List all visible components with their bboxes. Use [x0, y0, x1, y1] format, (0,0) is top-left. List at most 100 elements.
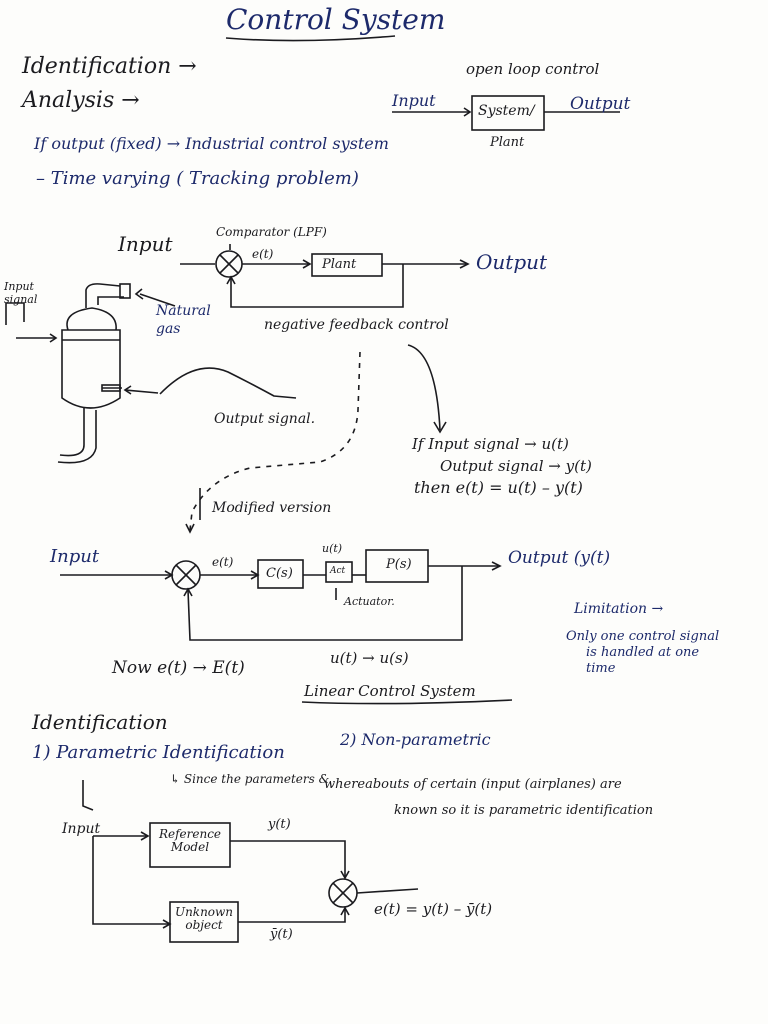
time-varying-note: – Time varying ( Tracking problem) — [36, 168, 359, 189]
limitation-line-1: Only one control signal — [566, 629, 720, 644]
fb-feedback-arrow — [226, 275, 236, 285]
fb-input-label: Input — [118, 232, 173, 256]
vessel-body — [61, 329, 121, 409]
mv-controller-box — [257, 559, 304, 589]
fb-comparator-x2 — [219, 254, 239, 274]
dashed-connector-arrow — [185, 523, 195, 534]
output-signal-arrow-head — [123, 385, 132, 395]
modified-version-label: Modified version — [212, 500, 332, 516]
ident-known: known so it is parametric identification — [394, 803, 654, 818]
mv-actuator-label: Actuator. — [344, 595, 395, 608]
vessel-outlet-pipe — [85, 283, 121, 308]
open-loop-system-box — [471, 95, 545, 131]
if-output-note: If output (fixed) → Industrial control s… — [34, 134, 389, 153]
ident-input-to-ref-arrow — [140, 831, 150, 841]
ident-sum-x2 — [332, 882, 354, 904]
negative-feedback-label: negative feedback control — [264, 317, 449, 333]
vessel-outlet-pipe-inner — [97, 296, 124, 305]
ident-unknown-to-sum — [238, 908, 346, 923]
ident-ref-to-sum — [230, 840, 346, 878]
ident-unknown-line-1: Unknown — [174, 905, 234, 919]
fb-error-label: e(t) — [252, 247, 274, 261]
ident-ref-to-sum-arrow — [340, 870, 350, 880]
input-signal-arrow-head — [49, 333, 58, 343]
ident-unknown-line-2: object — [185, 917, 223, 932]
ident-whereabouts: whereabouts of certain (input (airplanes… — [324, 777, 622, 792]
mv-input-label: Input — [50, 546, 100, 567]
curved-arrow-to-equations — [407, 344, 441, 431]
fb-output-label: Output — [476, 250, 548, 274]
open-loop-output: Output — [570, 94, 631, 114]
open-loop-input: Input — [392, 91, 436, 110]
mv-controller-label: C(s) — [266, 566, 293, 581]
curved-arrow-head — [433, 421, 447, 434]
ident-unknown-to-sum-arrow — [340, 906, 350, 916]
ident-input-label: Input — [62, 821, 101, 837]
analysis-note: Analysis → — [22, 88, 140, 113]
mv-output-arrow — [491, 561, 502, 571]
now-et-label: Now e(t) → E(t) — [112, 658, 245, 678]
linear-underline — [301, 699, 513, 705]
ident-heading: Identification — [32, 710, 168, 734]
input-signal-label: Input signal — [4, 280, 38, 307]
gas-arrow-line — [139, 293, 176, 307]
ident-since: ↳ Since the parameters & — [170, 772, 330, 786]
ident-ybar-label: ȳ(t) — [270, 927, 293, 942]
open-loop-plant: Plant — [490, 135, 525, 150]
open-loop-arrow — [463, 107, 472, 117]
input-step-signal — [5, 302, 25, 325]
natural-gas-label: Natural gas — [156, 303, 211, 338]
open-loop-system: System/ — [478, 103, 535, 119]
ident-nonparametric: 2) Non-parametric — [340, 730, 491, 749]
mv-plant-label: P(s) — [386, 557, 412, 572]
ident-input-to-unknown — [92, 836, 170, 925]
mv-actuator-box-label: Act — [330, 566, 346, 576]
vessel-outlet-cap — [119, 283, 131, 299]
fb-output-arrow — [459, 259, 470, 269]
output-signal-arrow-line — [124, 389, 159, 394]
mv-feedback-arrow — [183, 587, 193, 597]
limitation-line-2: is handled at one — [586, 645, 700, 660]
ident-unknown-label: Unknown object — [170, 906, 238, 931]
title-underline — [225, 35, 396, 42]
mv-output-label: Output (y(t) — [508, 548, 611, 568]
fb-comparator-label: Comparator (LPF) — [216, 225, 327, 239]
ident-error-eq: e(t) = y(t) – ȳ(t) — [374, 900, 493, 918]
fb-plant-label: Plant — [322, 257, 357, 272]
u-transform-label: u(t) → u(s) — [330, 649, 409, 667]
gas-arrow-head — [134, 288, 144, 300]
linear-control-system: Linear Control System — [304, 682, 476, 700]
vessel-bottom-pipe-2 — [57, 410, 97, 464]
ident-yt-label: y(t) — [268, 817, 291, 832]
eq-then: then e(t) = u(t) – y(t) — [414, 478, 583, 497]
output-signal-curve — [159, 367, 297, 399]
fb-feedback-path — [230, 264, 404, 308]
eq-output-signal: Output signal → y(t) — [440, 457, 592, 475]
page-title: Control System — [226, 3, 446, 36]
mv-actuator-box — [325, 561, 353, 583]
limitation-line-3: time — [586, 661, 616, 676]
ident-reference-label: Reference Model — [150, 828, 230, 853]
open-loop-label: open loop control — [466, 60, 600, 78]
dashed-connector — [189, 351, 361, 531]
ident-reference-line-2: Model — [170, 839, 210, 854]
fb-plant-box — [311, 253, 383, 277]
vessel-top — [66, 307, 117, 331]
ident-parametric: 1) Parametric Identification — [32, 742, 285, 763]
vessel-probe-box — [101, 384, 121, 392]
fb-error-arrow — [302, 259, 312, 269]
output-signal-label: Output signal. — [214, 411, 316, 427]
vessel-bottom-pipe — [59, 408, 85, 457]
ident-hook-arrow — [82, 780, 94, 811]
mv-control-signal-label: u(t) — [322, 542, 343, 555]
mv-error-label: e(t) — [212, 555, 234, 569]
ident-reference-box — [149, 822, 231, 868]
mv-comparator-x2 — [175, 564, 197, 586]
ident-sum-output — [356, 888, 419, 894]
ident-reference-line-1: Reference — [158, 827, 222, 841]
eq-if-input: If Input signal → u(t) — [412, 435, 569, 453]
identification-note: Identification → — [22, 54, 197, 79]
mv-feedback-path — [187, 566, 463, 641]
